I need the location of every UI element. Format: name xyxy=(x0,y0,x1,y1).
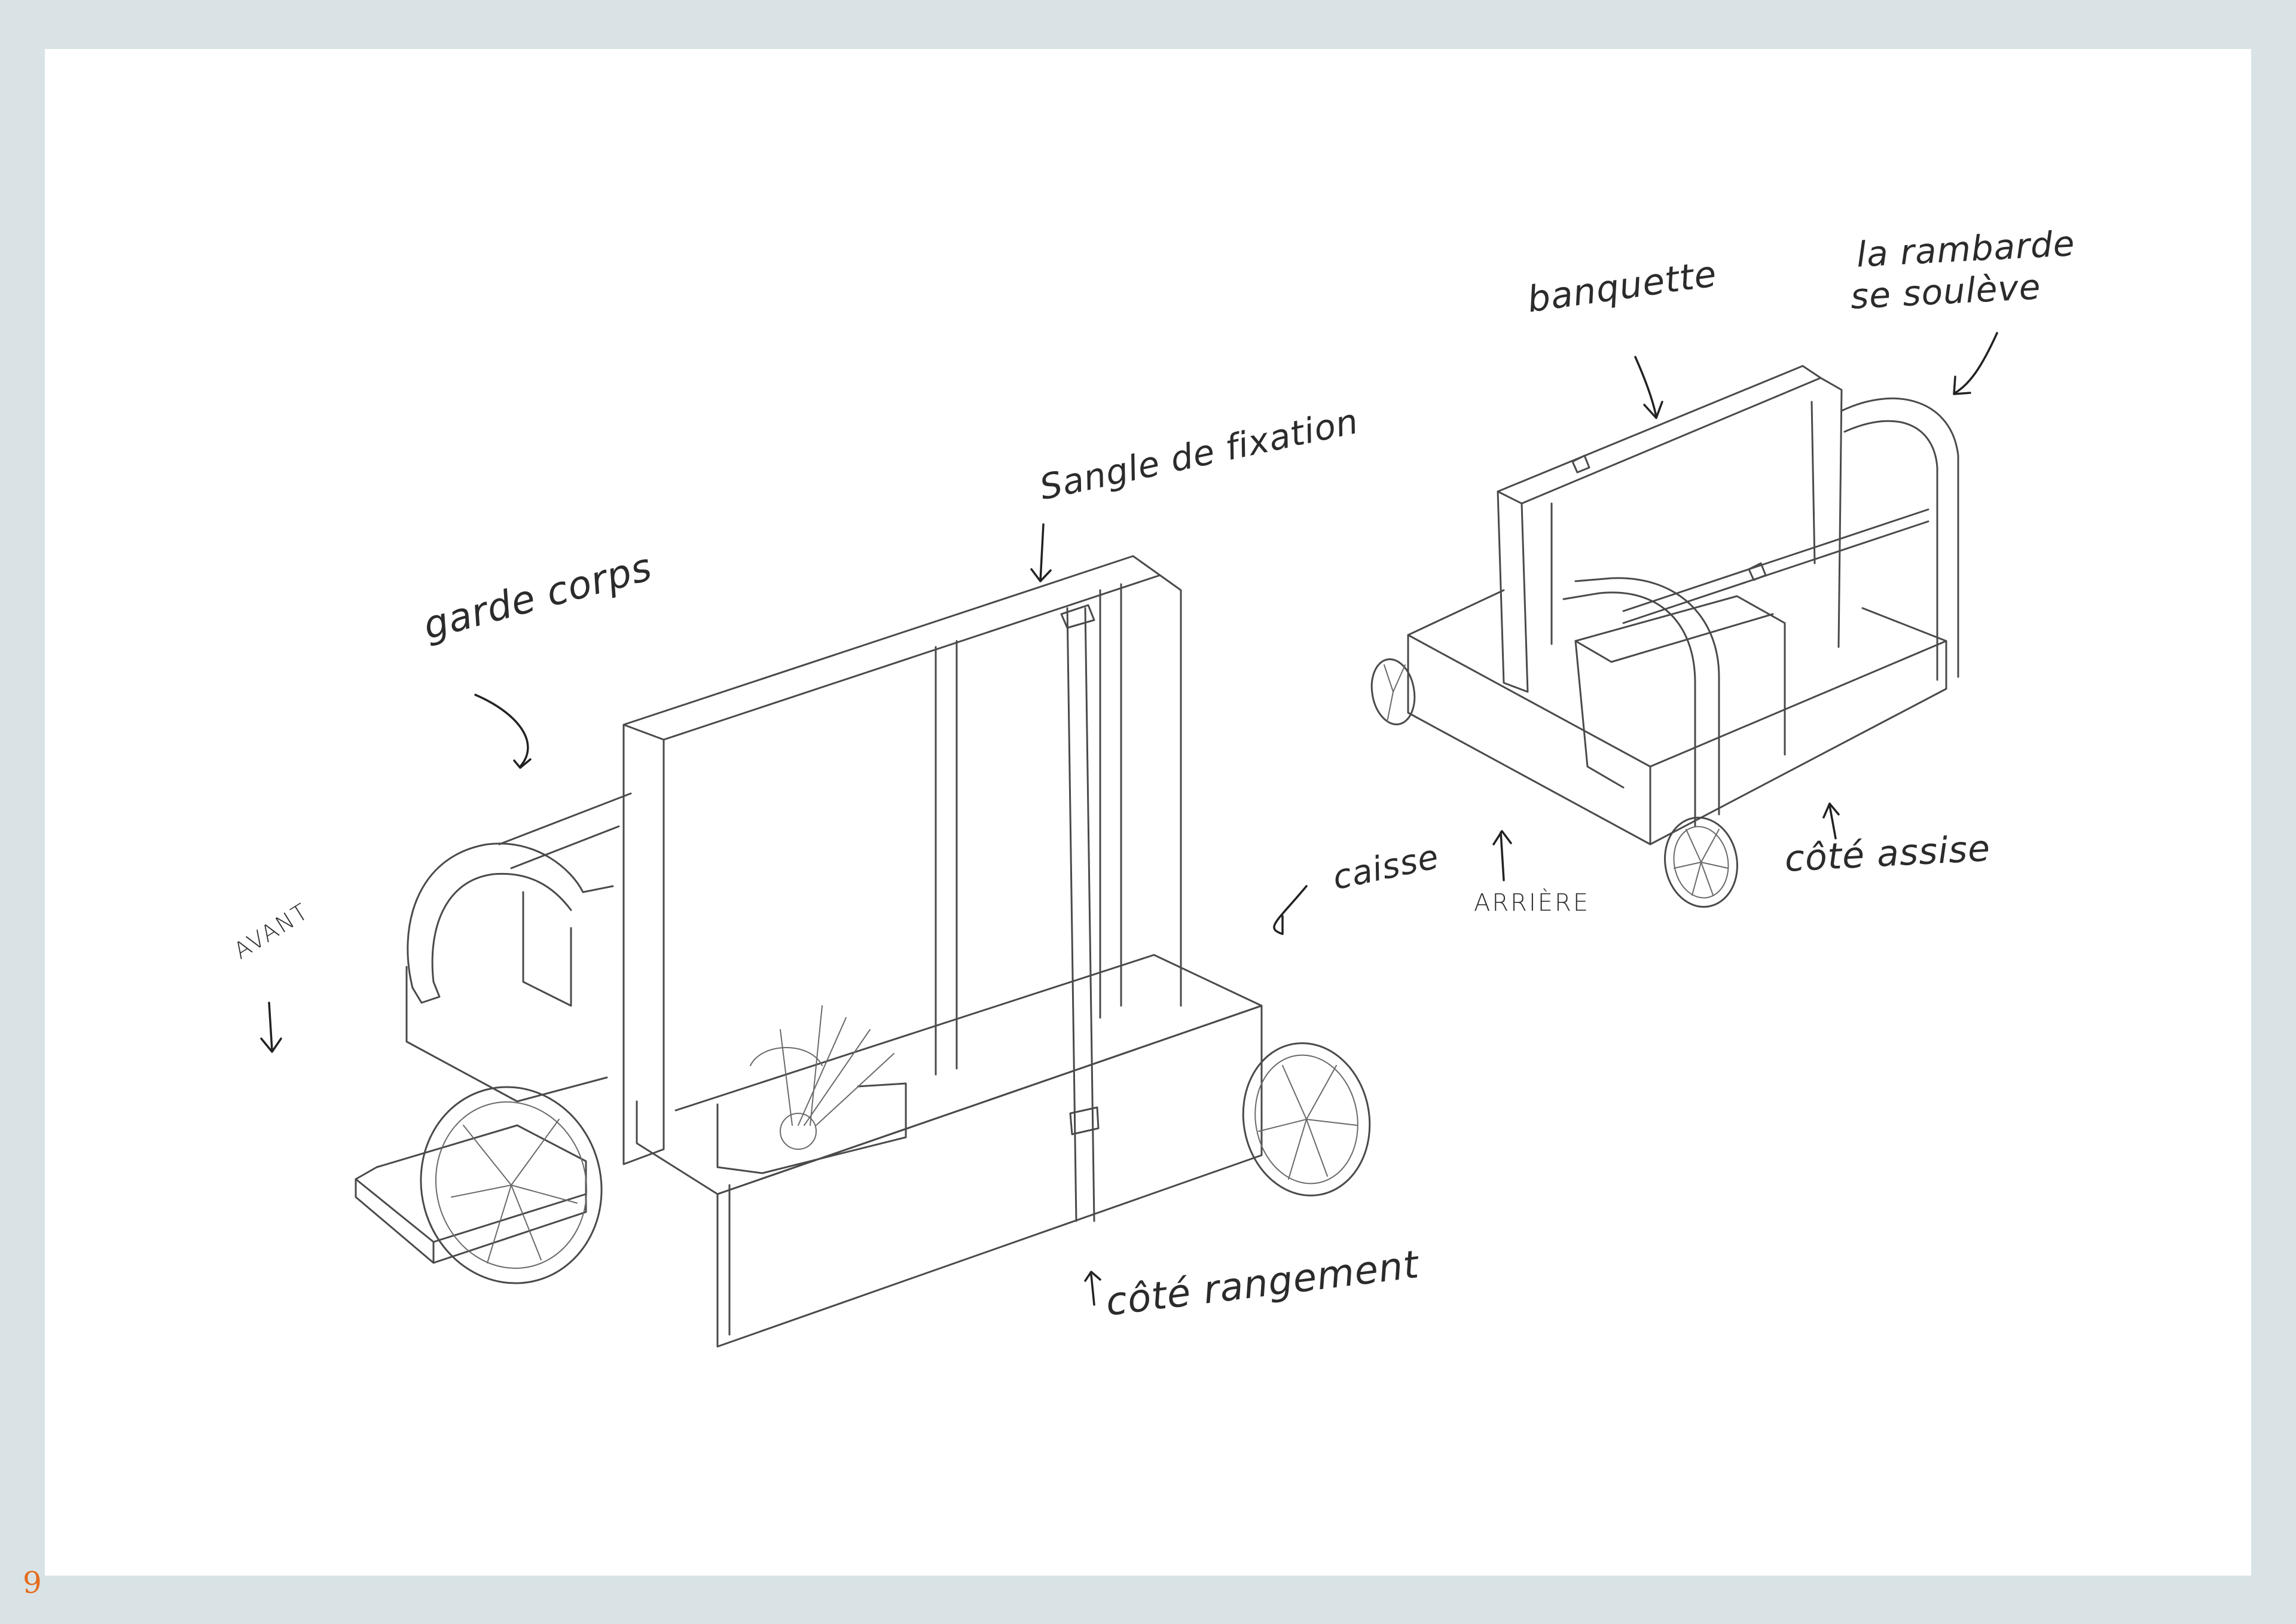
right-cart-sketch xyxy=(1370,365,1959,908)
sketch-sheet: garde corps Sangle de fixation AVANT cai… xyxy=(45,49,2251,1576)
arrow-arriere xyxy=(1492,830,1512,881)
arrow-avant xyxy=(260,1002,282,1053)
arrow-rambarde xyxy=(1953,332,1998,395)
page-number: 9 xyxy=(23,1565,42,1600)
label-arriere: ARRIÈRE xyxy=(1474,889,1590,917)
arrow-cote-assise xyxy=(1822,802,1840,840)
annotation-arrows xyxy=(260,332,1998,1306)
arrow-sangle xyxy=(1030,523,1052,582)
arrow-cote-rangement xyxy=(1084,1271,1101,1306)
arrow-caisse xyxy=(1273,885,1308,935)
cart-sketches xyxy=(260,332,1998,1348)
arrow-garde-corps xyxy=(474,694,529,768)
arrow-banquette xyxy=(1634,356,1663,419)
left-cart-sketch xyxy=(355,555,1371,1348)
